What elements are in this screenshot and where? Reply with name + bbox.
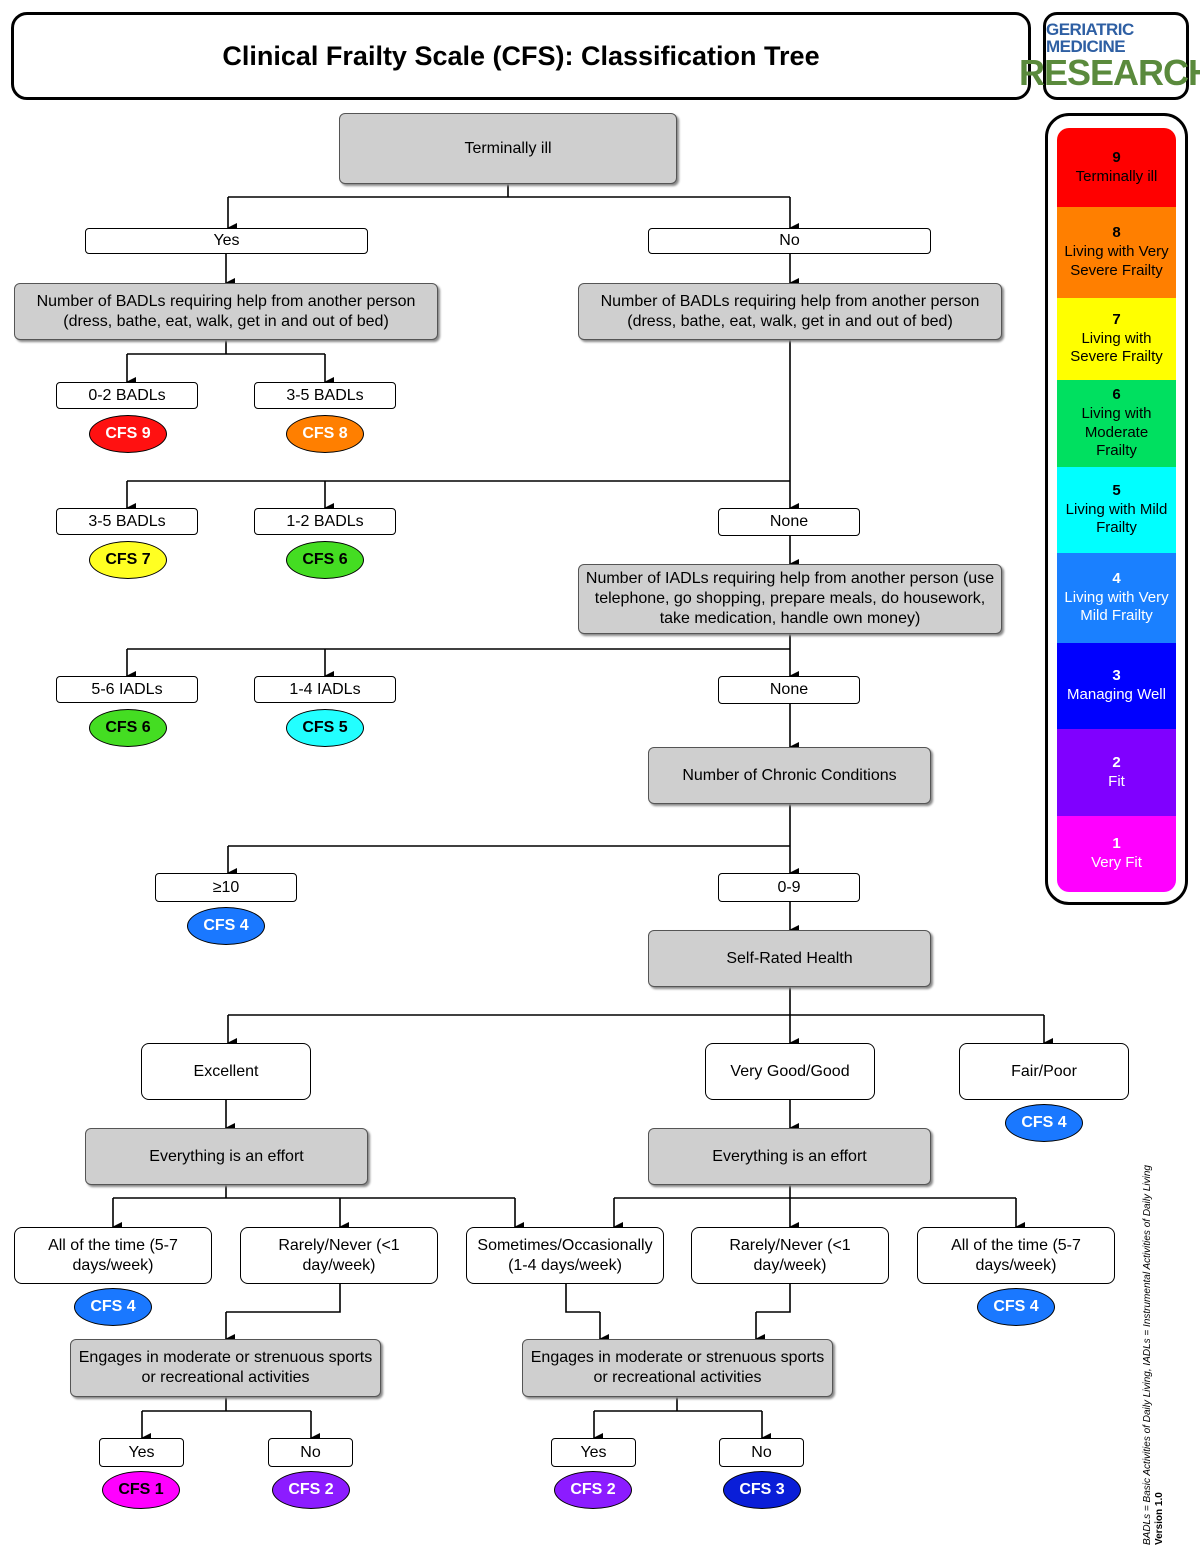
node-badl-left: Number of BADLs requiring help from anot…	[14, 283, 438, 340]
outcome-cfs5: CFS 5	[286, 709, 364, 747]
node-cc-0-9: 0-9	[718, 873, 860, 902]
legend-level-number: 3	[1112, 667, 1121, 685]
node-rarely-never-left: Rarely/Never (<1 day/week)	[240, 1227, 438, 1284]
outcome-cfs4-effort-right: CFS 4	[977, 1288, 1055, 1326]
node-sometimes: Sometimes/Occasionally (1-4 days/week)	[466, 1227, 664, 1284]
node-badl-0-2: 0-2 BADLs	[56, 382, 198, 409]
node-iadl: Number of IADLs requiring help from anot…	[578, 564, 1002, 634]
node-badl-3-5-top: 3-5 BADLs	[254, 382, 396, 409]
outcome-cfs6-iadl: CFS 6	[89, 709, 167, 747]
node-terminally-ill: Terminally ill	[339, 113, 677, 184]
legend-level-number: 6	[1112, 386, 1121, 403]
node-sports-yes-right: Yes	[551, 1438, 636, 1467]
node-very-good-good: Very Good/Good	[705, 1043, 875, 1100]
legend-level-label: Very Fit	[1091, 854, 1142, 871]
legend-level-label: Living with Mild Frailty	[1065, 500, 1168, 537]
node-sports-no-left: No	[268, 1438, 353, 1467]
legend-level-number: 4	[1112, 569, 1121, 587]
legend-level-number: 2	[1112, 753, 1121, 771]
legend-level-label: Living with Very Mild Frailty	[1064, 588, 1169, 625]
legend-level-label: Terminally ill	[1075, 167, 1158, 185]
legend-level-label: Living with Moderate Frailty	[1081, 404, 1152, 460]
node-excellent: Excellent	[141, 1043, 311, 1100]
node-sports-no-right: No	[719, 1438, 804, 1467]
outcome-cfs4-effort-left: CFS 4	[74, 1288, 152, 1326]
legend-level-number: 8	[1112, 224, 1121, 242]
node-sports-yes-left: Yes	[99, 1438, 184, 1467]
node-sports-right: Engages in moderate or strenuous sports …	[522, 1339, 833, 1397]
node-no: No	[648, 228, 931, 254]
node-yes: Yes	[85, 228, 368, 254]
node-none-1: None	[718, 508, 860, 536]
legend-level-label: Fit	[1108, 772, 1125, 790]
page-title: Clinical Frailty Scale (CFS): Classifica…	[11, 12, 1031, 100]
node-chronic-conditions: Number of Chronic Conditions	[648, 747, 931, 804]
legend-level-label: Living with Very Severe Frailty	[1064, 243, 1169, 279]
node-all-of-time-left: All of the time (5-7 days/week)	[14, 1227, 212, 1284]
logo: GERIATRIC MEDICINE RESEARCH	[1019, 12, 1200, 100]
legend-level-number: 1	[1112, 835, 1121, 853]
node-iadl-1-4: 1-4 IADLs	[254, 676, 396, 703]
outcome-cfs2-left: CFS 2	[272, 1471, 350, 1509]
node-cc-10: ≥10	[155, 873, 297, 902]
node-self-rated-health: Self-Rated Health	[648, 930, 931, 987]
outcome-cfs2-right: CFS 2	[554, 1471, 632, 1509]
outcome-cfs1: CFS 1	[102, 1471, 180, 1509]
node-rarely-never-right: Rarely/Never (<1 day/week)	[691, 1227, 889, 1284]
legend-level-number: 7	[1112, 310, 1121, 328]
outcome-cfs3: CFS 3	[723, 1471, 801, 1509]
footnote-abbrev: BADLs = Basic Activities of Daily Living…	[1142, 1165, 1153, 1545]
footnote: BADLs = Basic Activities of Daily Living…	[1142, 1025, 1166, 1545]
footnote-version: Version 1.0	[1154, 1492, 1165, 1545]
node-effort-right: Everything is an effort	[648, 1128, 931, 1185]
logo-line1: GERIATRIC MEDICINE	[1046, 20, 1134, 56]
node-badl-right: Number of BADLs requiring help from anot…	[578, 283, 1002, 340]
outcome-cfs6-badl: CFS 6	[286, 541, 364, 579]
node-iadl-5-6: 5-6 IADLs	[56, 676, 198, 703]
node-fair-poor: Fair/Poor	[959, 1043, 1129, 1100]
legend-level-number: 5	[1112, 481, 1121, 499]
node-sports-left: Engages in moderate or strenuous sports …	[70, 1339, 381, 1397]
outcome-cfs9: CFS 9	[89, 415, 167, 453]
node-none-2: None	[718, 676, 860, 704]
logo-line2: RESEARCH	[1018, 52, 1200, 93]
legend-level-label: Managing Well	[1067, 686, 1166, 703]
legend-level-number: 9	[1112, 148, 1121, 166]
node-all-of-time-right: All of the time (5-7 days/week)	[917, 1227, 1115, 1284]
outcome-cfs4-fair-poor: CFS 4	[1005, 1104, 1083, 1142]
node-badl-1-2: 1-2 BADLs	[254, 508, 396, 535]
outcome-cfs7: CFS 7	[89, 541, 167, 579]
legend-level-label: Living with Severe Frailty	[1070, 329, 1163, 366]
node-effort-left: Everything is an effort	[85, 1128, 368, 1185]
outcome-cfs4-chronic: CFS 4	[187, 907, 265, 945]
node-badl-3-5: 3-5 BADLs	[56, 508, 198, 535]
outcome-cfs8: CFS 8	[286, 415, 364, 453]
